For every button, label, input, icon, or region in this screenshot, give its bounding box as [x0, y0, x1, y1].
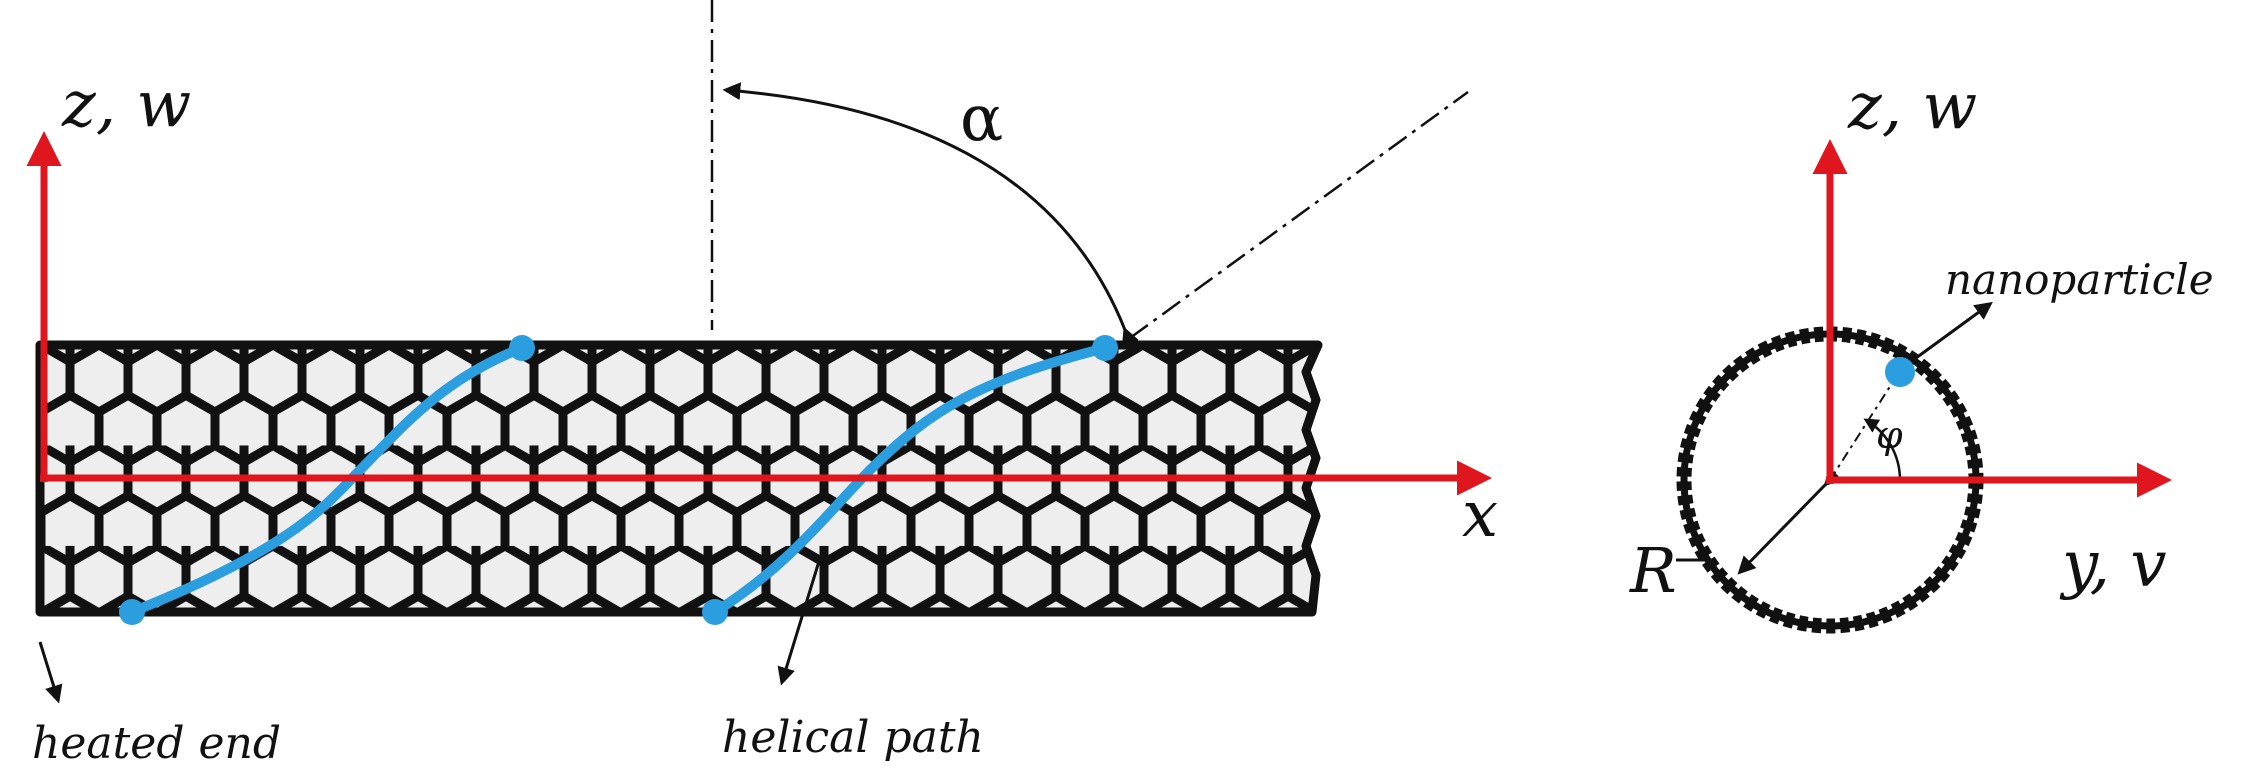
- helical-path-pointer: [777, 557, 822, 686]
- alpha-angle-arc: [722, 82, 1139, 347]
- helical-path-label: helical path: [722, 712, 984, 763]
- path-endpoint-dot: [1092, 335, 1118, 361]
- cross-section-axes: [1812, 139, 2172, 498]
- path-endpoint-dot: [119, 599, 145, 625]
- phi-angle-arc: [1863, 418, 1902, 481]
- heated-end-pointer: [38, 641, 63, 704]
- path-endpoint-dot: [702, 599, 728, 625]
- z-axis-label: z, w: [61, 68, 191, 142]
- heated-end-label: heated end: [32, 718, 281, 769]
- helical-path-segment-right: [710, 343, 1110, 617]
- alpha-label: α: [960, 82, 1003, 156]
- x-axis-label: x: [1462, 478, 1498, 552]
- nanoparticle-label: nanoparticle: [1945, 255, 2214, 304]
- radius-arrow: [1737, 467, 1843, 575]
- side-view-axes: [26, 131, 1492, 496]
- nanoparticle-dot: [1885, 357, 1915, 387]
- path-endpoint-dot: [509, 335, 535, 361]
- nanoparticle-pointer: [1915, 301, 1993, 360]
- helical-path-segments: [119, 335, 1118, 625]
- y-axis-label: y, v: [2059, 528, 2167, 602]
- inclined-reference-line: [1129, 90, 1469, 340]
- helical-path-segment-left: [127, 343, 527, 617]
- cross-z-axis-label: z, w: [1847, 70, 1977, 144]
- radius-label: R: [1629, 534, 1677, 607]
- phi-label: φ: [1876, 413, 1903, 457]
